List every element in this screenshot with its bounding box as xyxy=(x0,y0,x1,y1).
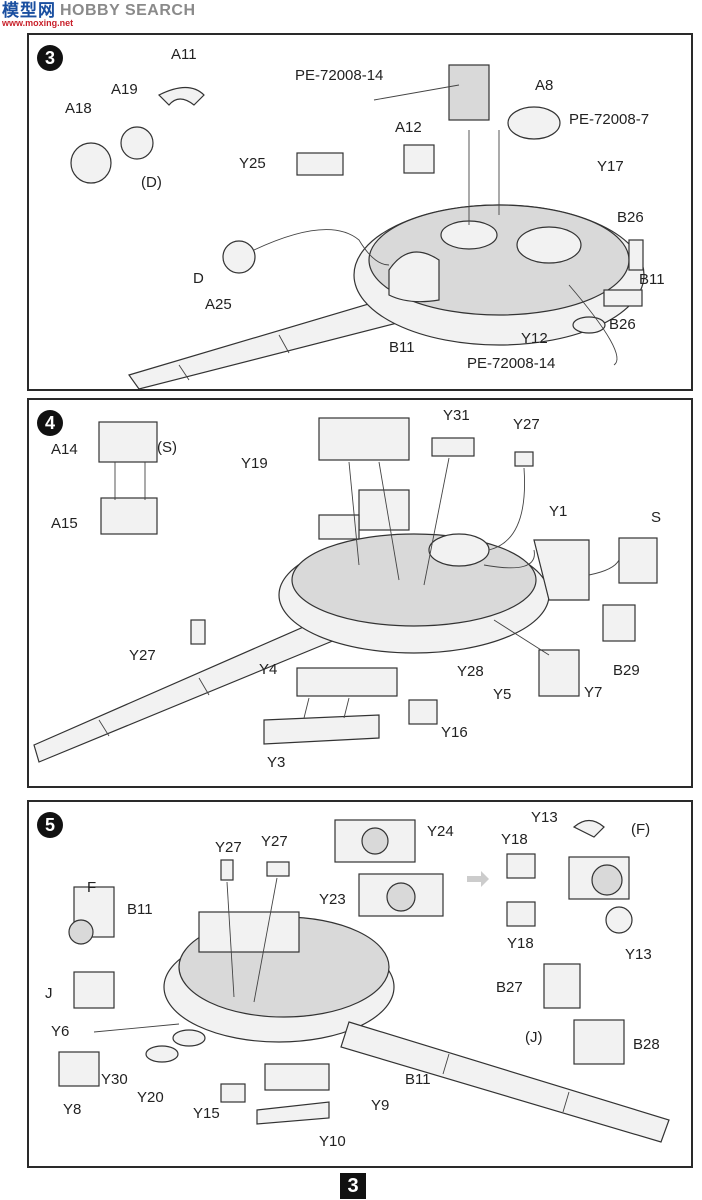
label-y4: Y4 xyxy=(259,661,278,678)
label-a18: A18 xyxy=(65,100,92,117)
label-y6: Y6 xyxy=(51,1023,70,1040)
label-d-group: (D) xyxy=(141,174,162,191)
label-b26-bottom: B26 xyxy=(609,316,636,333)
label-y27-top: Y27 xyxy=(513,416,540,433)
label-y25: Y25 xyxy=(239,155,266,172)
label-y7: Y7 xyxy=(584,684,603,701)
label-y16: Y16 xyxy=(441,724,468,741)
label-a19: A19 xyxy=(111,81,138,98)
label-s: S xyxy=(651,509,662,526)
label-y13-bottom: Y13 xyxy=(625,946,652,963)
label-y27-a: Y27 xyxy=(215,839,242,856)
label-pe-72008-14-top: PE-72008-14 xyxy=(295,67,384,84)
label-y23: Y23 xyxy=(319,891,346,908)
watermark: 模型网 HOBBY SEARCH xyxy=(2,2,196,34)
label-y18-top: Y18 xyxy=(501,831,528,848)
label-y13-top: Y13 xyxy=(531,809,558,826)
label-y1: Y1 xyxy=(549,503,568,520)
label-y28: Y28 xyxy=(457,663,484,680)
step-4-panel: 4 xyxy=(27,398,693,788)
step-5-drawing xyxy=(58,819,670,1143)
label-j: J xyxy=(45,985,53,1002)
step-5-panel: 5 xyxy=(27,800,693,1168)
label-b26-top: B26 xyxy=(617,209,644,226)
label-f-group: (F) xyxy=(631,821,651,838)
step-number: 3 xyxy=(37,45,63,71)
label-a11: A11 xyxy=(171,46,197,63)
step-number: 4 xyxy=(37,410,63,436)
label-b29: B29 xyxy=(613,662,640,679)
label-b11-right: B11 xyxy=(639,271,665,288)
label-y27-bottom: Y27 xyxy=(129,647,156,664)
label-b11-left: B11 xyxy=(127,901,153,918)
label-f: F xyxy=(87,879,97,896)
label-pe-72008-7: PE-72008-7 xyxy=(569,111,650,128)
label-y20: Y20 xyxy=(137,1089,164,1106)
label-a14: A14 xyxy=(51,441,78,458)
label-d: D xyxy=(193,270,204,287)
step-3-panel: 3 A11 A19 A18 (D) D xyxy=(27,33,693,391)
step-number: 5 xyxy=(37,812,63,838)
label-y5: Y5 xyxy=(493,686,512,703)
watermark-site: www.moxing.net xyxy=(2,18,74,28)
label-y24: Y24 xyxy=(427,823,454,840)
label-a15: A15 xyxy=(51,515,78,532)
label-b11-bottom: B11 xyxy=(389,339,415,356)
label-b28: B28 xyxy=(633,1036,660,1053)
label-a12: A12 xyxy=(395,119,422,136)
label-y18-bottom: Y18 xyxy=(507,935,534,952)
page-number: 3 xyxy=(340,1173,366,1199)
label-y27-b: Y27 xyxy=(261,833,288,850)
step-3-drawing xyxy=(70,64,645,389)
watermark-logo: 模型网 xyxy=(2,1,56,20)
label-a8: A8 xyxy=(535,77,554,94)
label-y10: Y10 xyxy=(319,1133,346,1150)
label-y8: Y8 xyxy=(63,1101,82,1118)
label-y3: Y3 xyxy=(267,754,286,771)
label-y15: Y15 xyxy=(193,1105,220,1122)
label-y12: Y12 xyxy=(521,330,548,347)
watermark-brand: HOBBY SEARCH xyxy=(60,2,196,19)
label-y31: Y31 xyxy=(443,407,470,424)
label-s-group: (S) xyxy=(157,439,177,456)
label-y30: Y30 xyxy=(101,1071,128,1088)
label-j-group: (J) xyxy=(525,1029,543,1046)
label-pe-72008-14-bottom: PE-72008-14 xyxy=(467,355,556,372)
label-y9: Y9 xyxy=(371,1097,390,1114)
step-4-drawing xyxy=(33,417,658,763)
label-a25: A25 xyxy=(205,296,232,313)
label-b27: B27 xyxy=(496,979,523,996)
label-b11-right: B11 xyxy=(405,1071,431,1088)
label-y19: Y19 xyxy=(241,455,268,472)
label-y17: Y17 xyxy=(597,158,624,175)
